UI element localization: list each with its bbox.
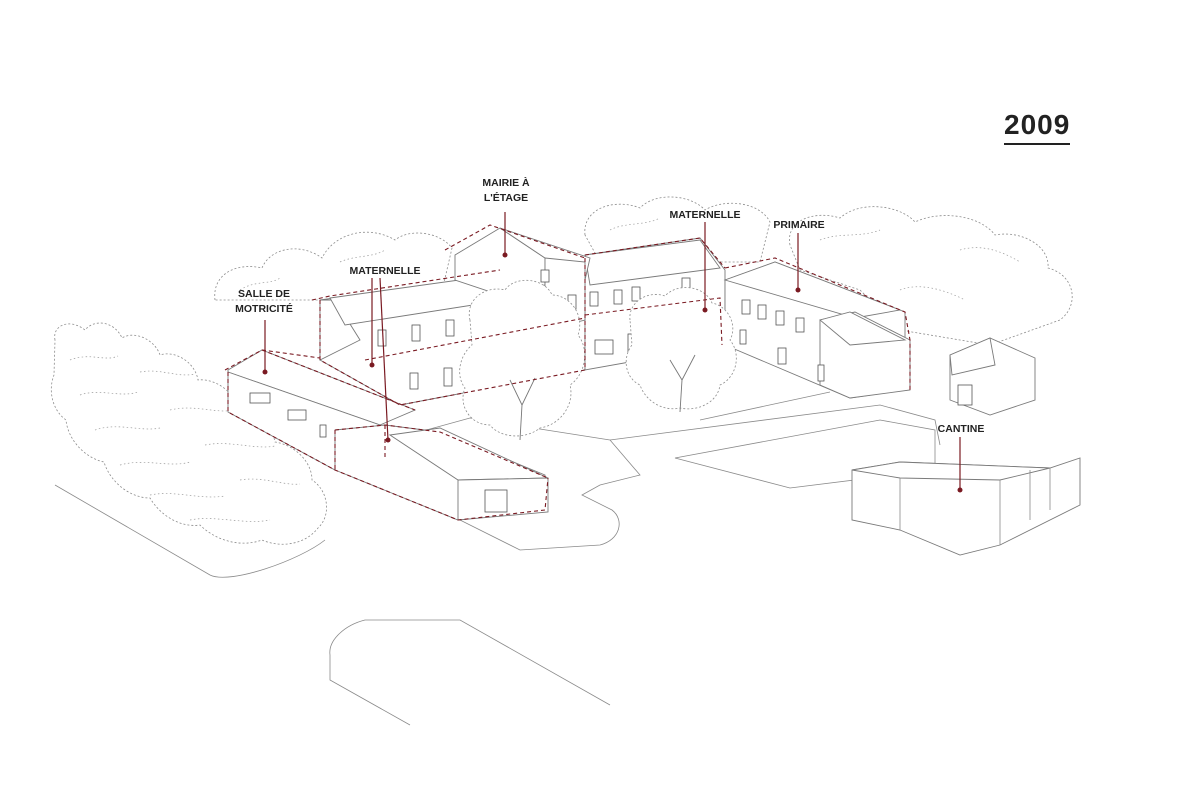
highlight-outlines <box>224 224 911 521</box>
leader-dot-maternelle-left-a <box>369 362 375 368</box>
leader-maternelle-left-b <box>379 277 389 441</box>
maternelle-extension <box>334 424 549 521</box>
year-title: 2009 <box>1004 109 1071 145</box>
site-ground <box>54 391 941 726</box>
leader-lines <box>262 212 963 493</box>
courtyard-trees <box>459 279 737 441</box>
label-cantine: CANTINE <box>937 423 985 435</box>
leader-dot-cantine <box>957 487 963 493</box>
label-salle-motricite: SALLE DE MOTRICITÉ <box>235 288 293 316</box>
leader-dot-mairie <box>502 252 508 258</box>
cantine-building <box>851 457 1081 556</box>
tree-hedge-left <box>50 322 327 545</box>
tree-canopy-background <box>214 196 1073 346</box>
leader-dot-salle <box>262 369 268 375</box>
leader-dot-primaire <box>795 287 801 293</box>
leader-dot-maternelle-right <box>702 307 708 313</box>
primaire-building <box>723 261 911 399</box>
label-maternelle-right: MATERNELLE <box>669 209 741 221</box>
leader-dot-maternelle-left-b <box>385 437 391 443</box>
label-mairie: MAIRIE À L'ÉTAGE <box>482 177 530 205</box>
small-house <box>949 337 1036 416</box>
label-primaire: PRIMAIRE <box>773 219 825 231</box>
label-maternelle-left: MATERNELLE <box>349 265 421 277</box>
